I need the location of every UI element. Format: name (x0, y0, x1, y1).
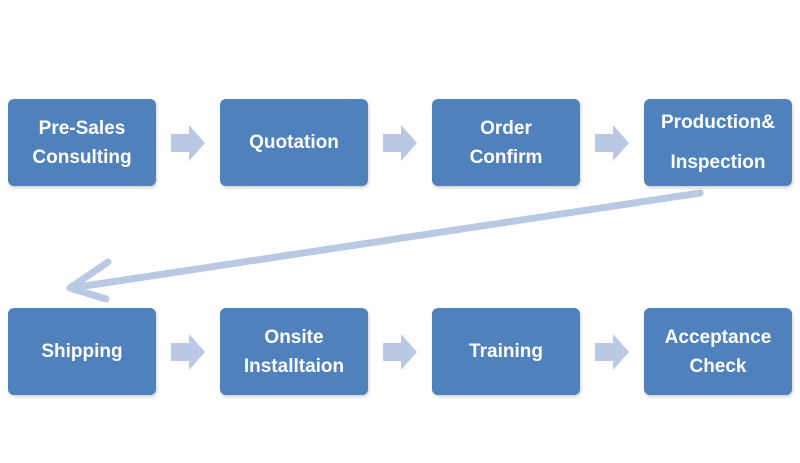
step-label: Production& Inspection (661, 111, 775, 173)
right-arrow-icon (171, 334, 205, 370)
step-label: Acceptance Check (664, 326, 772, 377)
step-label: Quotation (249, 132, 339, 153)
right-arrow-icon (383, 334, 417, 370)
step-label: Shipping (41, 341, 123, 362)
step-training: Training (432, 308, 580, 395)
step-label: Onsite Installtaion (243, 326, 345, 377)
step-onsite-installation: Onsite Installtaion (220, 308, 368, 395)
right-arrow-icon (595, 334, 629, 370)
step-shipping: Shipping (8, 308, 156, 395)
step-production-inspection: Production& Inspection (644, 99, 792, 186)
step-label: Pre-Sales Consulting (32, 117, 132, 168)
step-pre-sales-consulting: Pre-Sales Consulting (8, 99, 156, 186)
right-arrow-icon (383, 125, 417, 161)
step-acceptance-check: Acceptance Check (644, 308, 792, 395)
right-arrow-icon (171, 125, 205, 161)
step-quotation: Quotation (220, 99, 368, 186)
step-label: Order Confirm (469, 117, 543, 168)
right-arrow-icon (595, 125, 629, 161)
step-order-confirm: Order Confirm (432, 99, 580, 186)
step-label: Training (469, 341, 543, 362)
